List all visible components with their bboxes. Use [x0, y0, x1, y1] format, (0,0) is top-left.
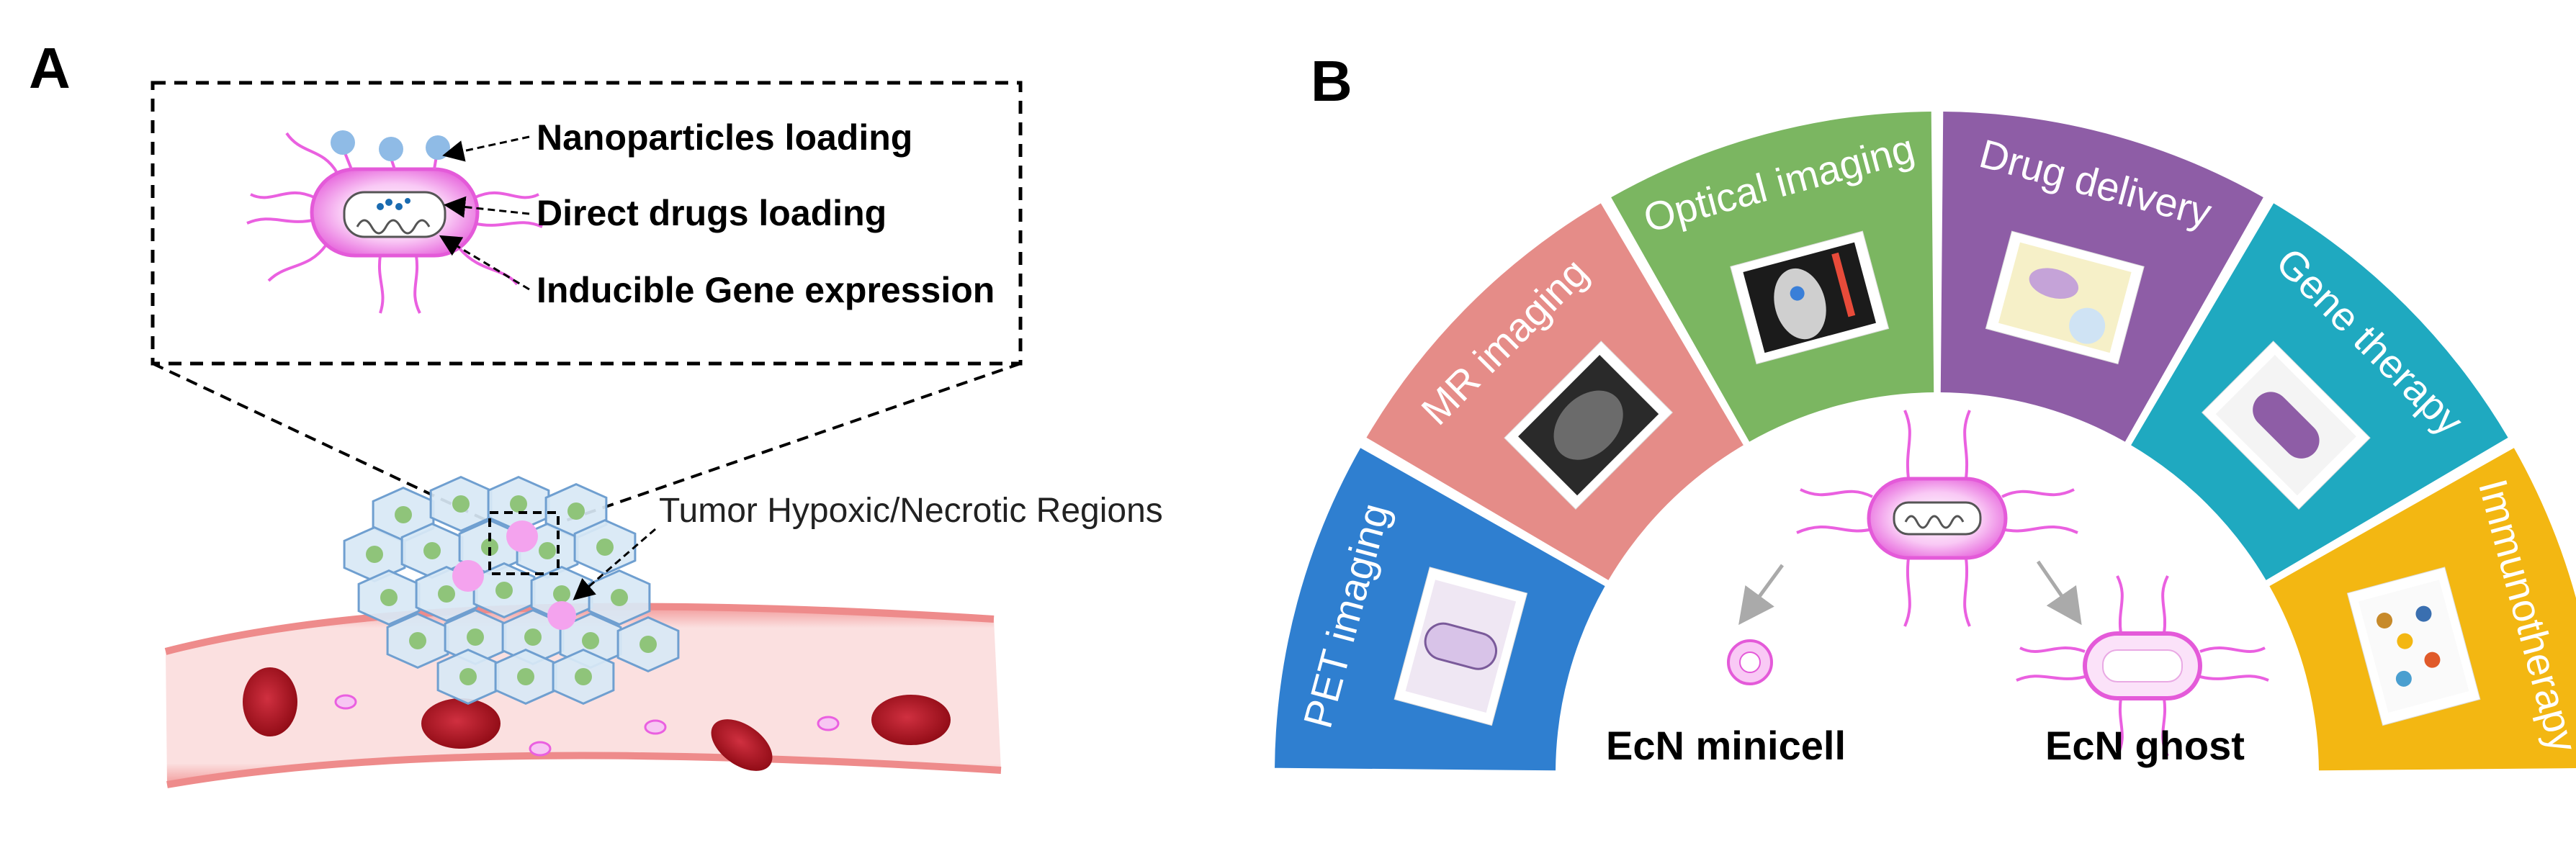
small-bacterium [644, 719, 667, 735]
segment-inset-image [1985, 230, 2145, 365]
tumor-cell-nucleus [553, 585, 570, 603]
ecn-ghost [2016, 575, 2269, 757]
ecn-minicell [1727, 639, 1773, 685]
segment-inset-image [2346, 567, 2481, 726]
segment-inset-image [2201, 341, 2371, 510]
panel-a-letter: A [29, 36, 71, 100]
tumor-cell-nucleus [510, 495, 527, 513]
red-blood-cell [871, 695, 951, 745]
tumor-cell-nucleus [575, 668, 592, 685]
tumor-cell-nucleus [395, 506, 412, 523]
vessel-wall-bottom [166, 752, 1002, 788]
tumor-region-label: Tumor Hypoxic/Necrotic Regions [659, 492, 1163, 530]
tumor-zoom-box [488, 511, 560, 575]
tumor-cell-nucleus [495, 582, 513, 599]
arrow-to-minicell [1738, 564, 1785, 626]
circulating-bacteria [334, 694, 840, 757]
tumor-cell-nucleus [366, 546, 383, 563]
tumor-cell-nucleus [524, 628, 542, 646]
callout-nanoparticles-loading: Nanoparticles loading [537, 117, 912, 158]
tumor-label-arrow [573, 528, 656, 600]
tumor-cell-nucleus [409, 632, 426, 649]
segment-inset-image [1504, 341, 1674, 510]
segment-inset-image [1730, 230, 1890, 365]
ghost-label: EcN ghost [2045, 723, 2245, 768]
small-bacterium [529, 741, 552, 757]
panel-b-letter: B [1311, 49, 1352, 113]
tumor-cell-nucleus [567, 502, 585, 520]
red-blood-cell [243, 667, 297, 736]
zoom-inset-box [151, 81, 1023, 366]
tumor-cell-nucleus [517, 668, 534, 685]
engineered-bacterium [246, 130, 543, 314]
tumor-cell-nucleus [380, 589, 398, 606]
red-blood-cell [421, 698, 501, 749]
ecn-bacterium [1796, 410, 2078, 627]
callout-arrow-drugs [444, 196, 530, 218]
segment-inset-image [1394, 567, 1528, 726]
tumor-cell-nucleus [611, 589, 628, 606]
tumor-cluster [343, 475, 680, 705]
tumor-cell-nucleus [596, 538, 614, 556]
red-blood-cells [243, 667, 951, 771]
panel-a: A [29, 36, 1163, 788]
tumor-bacteria-colonies [452, 520, 576, 630]
tumor-cell-nucleus [467, 628, 484, 646]
tumor-cell-nucleus [423, 542, 441, 559]
tumor-cell-nucleus [539, 542, 556, 559]
small-bacterium [817, 716, 840, 731]
tumor-cell-nucleus [639, 636, 657, 653]
callout-inducible-gene-expression: Inducible Gene expression [537, 270, 995, 310]
tumor-cell-nucleus [582, 632, 599, 649]
zoom-line-right [561, 362, 1021, 523]
red-blood-cell [711, 719, 773, 771]
small-bacterium [334, 694, 357, 710]
tumor-cell-nucleus [459, 668, 477, 685]
tumor-cell-nucleus [438, 585, 455, 603]
minicell-label: EcN minicell [1606, 723, 1846, 768]
callout-arrow-gene [439, 235, 530, 291]
callout-direct-drugs-loading: Direct drugs loading [537, 193, 887, 233]
tumor-cell-nucleus [452, 495, 470, 513]
callout-arrow-nanoparticles [442, 135, 530, 162]
arrow-to-ghost [2036, 560, 2082, 626]
